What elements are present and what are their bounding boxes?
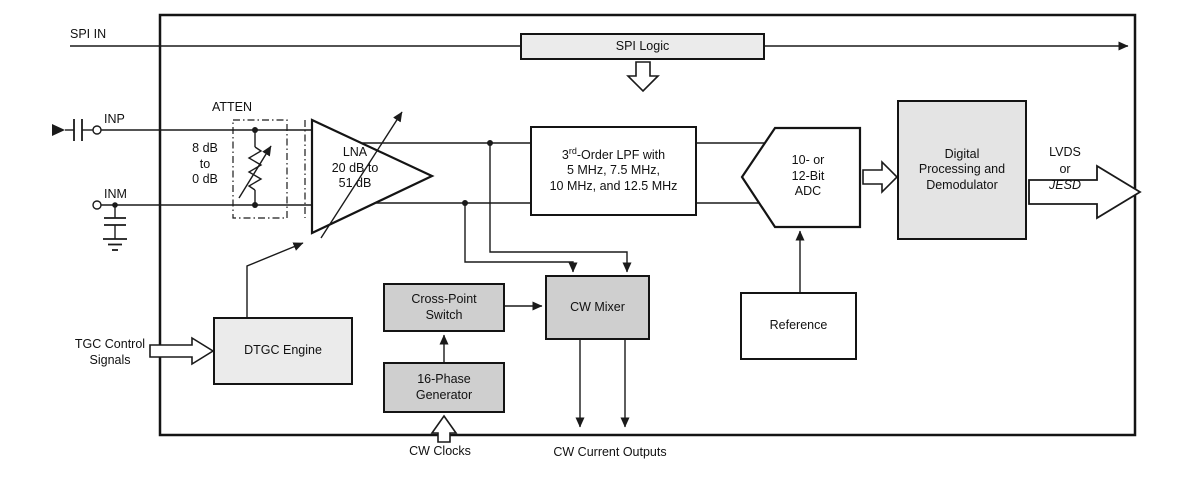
block-reference: Reference (740, 292, 857, 360)
lna-text-line2: 20 dB to (331, 160, 379, 175)
lpf-text-sup: rd (568, 145, 577, 156)
tgc-label-line1: TGC Control (74, 337, 146, 351)
output-label-jesd: JESD (1049, 178, 1081, 192)
inm-label: INM (104, 187, 127, 201)
block-dtgc-label: DTGC Engine (244, 343, 322, 358)
block-crosspoint-switch: Cross-Point Switch (383, 283, 505, 332)
cw-mixer-feed-wire-1 (464, 203, 578, 273)
output-block-arrow-icon (1028, 164, 1142, 220)
cw-clocks-label: CW Clocks (409, 444, 471, 458)
atten-range-line3: 0 dB (192, 172, 218, 186)
atten-dashdot-box (232, 119, 288, 219)
block-cw-mixer-label: CW Mixer (570, 299, 625, 314)
lpf-text-base: 3 (561, 147, 569, 162)
adc-dp-block-arrow-icon (862, 160, 899, 194)
atten-range-line2: to (199, 156, 211, 171)
adc-text-line1: 10- or (791, 153, 825, 167)
atten-label: ATTEN (212, 100, 253, 114)
dtgc-gain-control-arrow (246, 242, 304, 317)
tgc-control-label: TGC Control Signals (68, 337, 152, 368)
block-dtgc-engine: DTGC Engine (213, 317, 353, 385)
block-crosspoint-line2: Switch (425, 307, 463, 322)
lna-gain-arrow-icon (320, 111, 403, 239)
atten-range-label: 8 dB to 0 dB (183, 141, 227, 188)
cw-current-outputs-label: CW Current Outputs (553, 445, 667, 459)
block-reference-label: Reference (769, 318, 828, 333)
lna-text-line1: LNA (342, 145, 368, 159)
output-interface-label: LVDS or JESD (1037, 144, 1093, 194)
cw-mixer-feed-wire-2 (489, 143, 632, 273)
block-spi-logic: SPI Logic (520, 33, 765, 60)
block-phase-generator: 16-Phase Generator (383, 362, 505, 413)
tgc-label-line2: Signals (89, 352, 131, 367)
block-lpf-line2: 5 MHz, 7.5 MHz, (566, 163, 661, 178)
block-spi-logic-label: SPI Logic (615, 38, 670, 53)
junction-dot (252, 202, 258, 208)
output-label-lvds: LVDS (1049, 145, 1081, 159)
block-digital-processing: Digital Processing and Demodulator (897, 100, 1027, 240)
inm-pin-circle-icon (92, 200, 102, 210)
adc-text: 10- or 12-Bit ADC (762, 153, 854, 200)
block-phasegen-line2: Generator (415, 387, 473, 402)
inp-label: INP (104, 112, 125, 126)
block-dp-line2: Processing and (918, 162, 1006, 177)
output-label-or: or (1059, 161, 1071, 176)
atten-resistor-zigzag-icon (247, 146, 263, 191)
cw-clocks-block-arrow-icon (430, 414, 458, 443)
block-crosspoint-line1: Cross-Point (411, 292, 477, 306)
adc-pentagon-icon (740, 126, 862, 229)
adc-text-line2: 12-Bit (791, 168, 825, 183)
block-lpf-line1: 3rd-Order LPF with (561, 145, 666, 164)
block-cw-mixer: CW Mixer (545, 275, 650, 340)
adc-text-line3: ADC (794, 184, 822, 198)
spi-down-block-arrow-icon (626, 61, 660, 93)
lna-text-line3: 51 dB (338, 176, 372, 190)
block-lpf-line3: 10 MHz, and 12.5 MHz (549, 178, 678, 193)
atten-variable-arrow-icon (238, 145, 272, 199)
spi-in-label: SPI IN (70, 27, 107, 41)
block-phasegen-line1: 16-Phase (417, 372, 471, 386)
tgc-block-arrow-icon (149, 336, 215, 366)
inp-pin-circle-icon (92, 125, 102, 135)
block-lpf: 3rd-Order LPF with 5 MHz, 7.5 MHz, 10 MH… (530, 126, 697, 216)
lna-text: LNA 20 dB to 51 dB (314, 145, 396, 192)
inp-source-arrow-icon (52, 124, 65, 136)
block-dp-line3: Demodulator (926, 177, 998, 192)
junction-dot (252, 127, 258, 133)
lpf-text-rest: -Order LPF with (576, 147, 666, 162)
block-dp-line1: Digital (944, 146, 980, 161)
atten-range-line1: 8 dB (192, 141, 218, 155)
